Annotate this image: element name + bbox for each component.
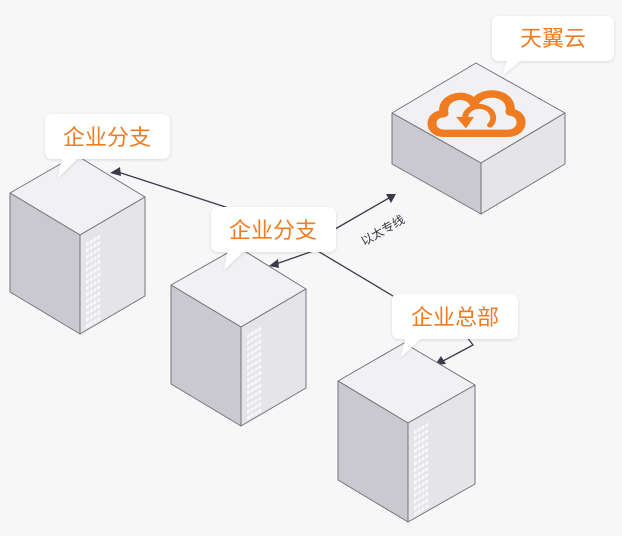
windows-headquarters — [414, 422, 429, 517]
cloud-platform-box — [391, 62, 566, 215]
wire-middle-branch-to-headquarters — [275, 249, 317, 265]
building-left-branch — [9, 154, 146, 335]
wire-middle-to-cloud — [329, 197, 390, 233]
label-bubble-middle-branch: 企业分支 — [211, 207, 336, 270]
arrowhead-middle-branch — [269, 259, 279, 268]
label-bubble-cloud: 天翼云 — [492, 16, 614, 76]
label-branch-middle: 企业分支 — [229, 219, 317, 244]
building-middle-branch — [170, 246, 307, 427]
label-cloud: 天翼云 — [520, 27, 586, 52]
windows-left-branch — [86, 234, 101, 329]
building-headquarters — [337, 342, 476, 523]
label-branch-left: 企业分支 — [63, 126, 151, 151]
label-bubble-left-branch: 企业分支 — [45, 114, 170, 178]
link-label-ethernet: 以太专线 — [358, 212, 407, 249]
arrowhead-left-branch — [110, 167, 121, 176]
windows-middle-branch — [247, 326, 262, 421]
label-bubble-headquarters: 企业总部 — [392, 294, 518, 357]
arrowhead-cloud — [386, 194, 396, 203]
wire-middle-to-headquarters — [315, 249, 394, 297]
cloud-refresh-icon — [427, 90, 526, 138]
label-headquarters: 企业总部 — [411, 306, 499, 331]
